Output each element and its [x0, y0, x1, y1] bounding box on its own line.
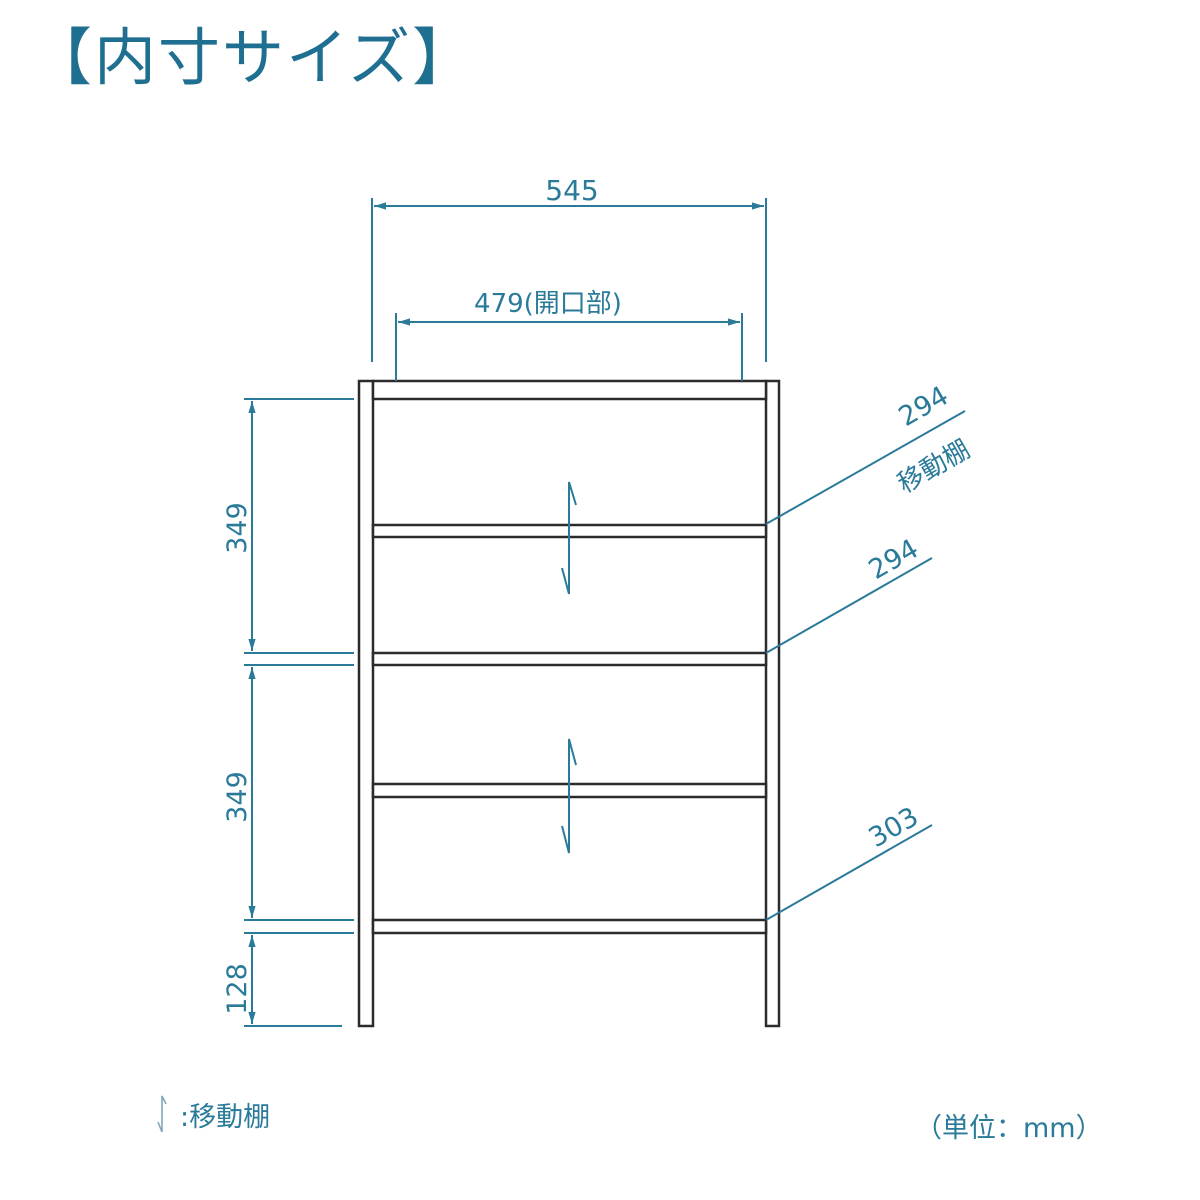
cabinet-frame — [357, 379, 781, 1028]
title-open-bracket: 【 — [30, 21, 95, 94]
dim-bottom-clearance — [244, 932, 354, 1027]
dim-overall-width — [371, 198, 767, 362]
lower-height-label: 349 — [222, 771, 253, 823]
left-post — [357, 379, 375, 1028]
dim-lower-height — [244, 664, 354, 921]
movable-shelf-arrow-icon — [157, 1095, 167, 1133]
upper-height-label: 349 — [222, 502, 253, 554]
shelf-4-bottom — [371, 918, 768, 935]
opening-width-label: 479(開口部) — [474, 289, 622, 319]
legend-label: :移動棚 — [180, 1101, 271, 1133]
dim-upper-height — [244, 398, 354, 654]
movable-shelf-arrow-icon — [561, 738, 577, 854]
right-post — [764, 379, 781, 1028]
overall-width-label: 545 — [545, 174, 598, 207]
shelf-2-fixed — [371, 651, 768, 667]
legend: :移動棚 — [150, 1094, 270, 1134]
title-text: 内寸サイズ — [94, 21, 413, 94]
leader-shelf-1 — [765, 410, 966, 525]
shelf-depth-movable-label: 294 — [894, 380, 954, 433]
unit-note: （単位：mm） — [915, 1113, 1103, 1144]
leader-shelf-2 — [765, 557, 933, 654]
page-title: 【内寸サイズ】 — [30, 10, 476, 106]
movable-shelf-arrow-icon — [561, 481, 577, 595]
bottom-clearance-label: 128 — [222, 963, 253, 1015]
shelf-depth-fixed-label: 294 — [864, 533, 924, 586]
leader-shelf-4 — [765, 824, 933, 921]
top-board — [371, 379, 768, 401]
title-close-bracket: 】 — [412, 21, 477, 94]
dim-opening-width — [395, 313, 743, 381]
